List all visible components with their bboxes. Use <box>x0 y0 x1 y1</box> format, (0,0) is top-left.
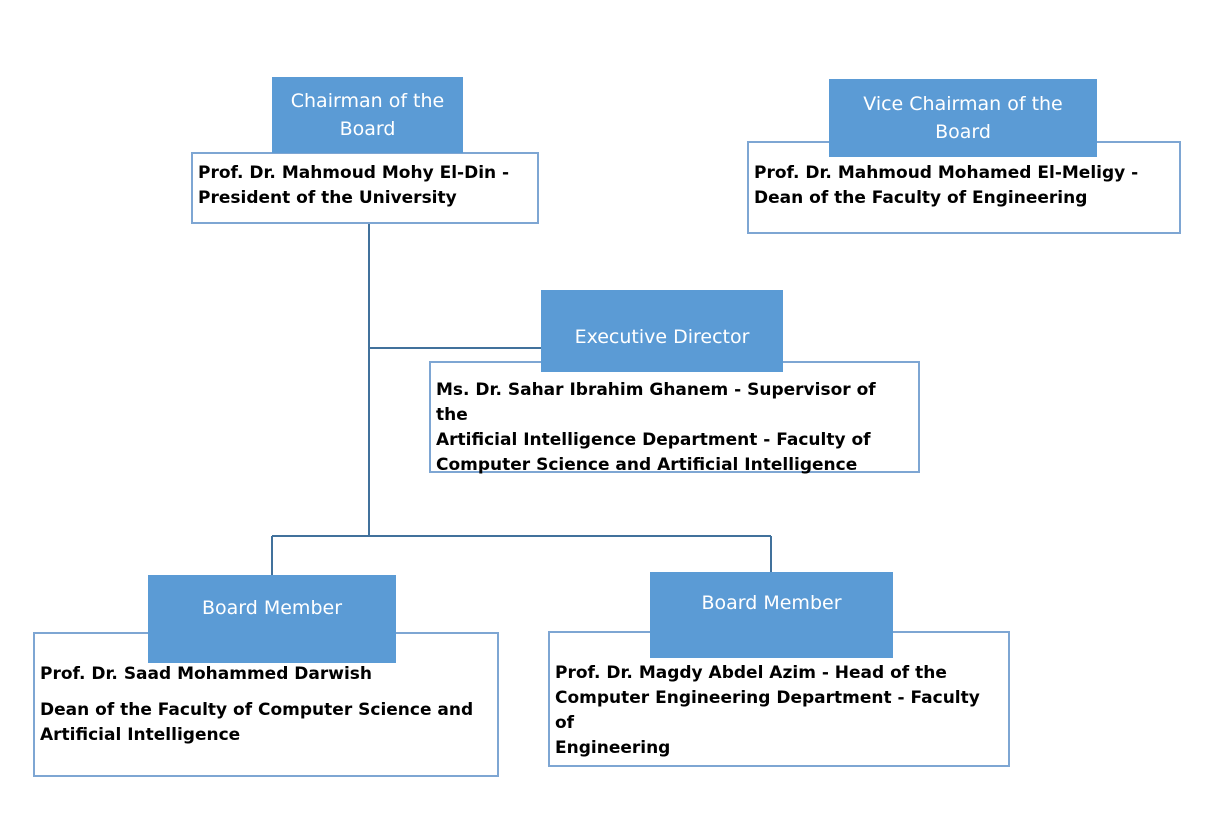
member-right-details-text: Prof. Dr. Magdy Abdel Azim - Head of the… <box>555 661 1002 761</box>
member-left-role-label: Board Member <box>201 597 343 619</box>
member-left-details-text: Dean of the Faculty of Computer Science … <box>40 698 491 748</box>
chairman-role-label: Chairman of the Board <box>290 90 445 140</box>
member-left-line-2: Artificial Intelligence <box>40 725 241 745</box>
chairman-line-1: Prof. Dr. Mahmoud Mohy El-Din - <box>198 163 510 183</box>
member-left-line-1: Dean of the Faculty of Computer Science … <box>40 700 474 720</box>
chairman-role-box: Chairman of the Board <box>272 77 463 153</box>
vice-chairman-line-2: Dean of the Faculty of Engineering <box>754 188 1088 208</box>
chairman-details-box: Prof. Dr. Mahmoud Mohy El-Din - Presiden… <box>191 152 539 224</box>
vice-chairman-details-text: Prof. Dr. Mahmoud Mohamed El-Meligy - De… <box>754 161 1173 211</box>
executive-director-details-text: Ms. Dr. Sahar Ibrahim Ghanem - Superviso… <box>436 378 912 478</box>
vice-chairman-role-box: Vice Chairman of the Board <box>829 79 1097 157</box>
member-right-line-1: Prof. Dr. Magdy Abdel Azim - Head of the <box>555 663 947 683</box>
member-right-line-3: Engineering <box>555 738 671 758</box>
executive-director-details-box: Ms. Dr. Sahar Ibrahim Ghanem - Superviso… <box>429 361 920 475</box>
member-left-name: Prof. Dr. Saad Mohammed Darwish <box>40 664 373 684</box>
vice-chairman-line-1: Prof. Dr. Mahmoud Mohamed El-Meligy - <box>754 163 1139 183</box>
member-right-role-box: Board Member <box>650 572 893 658</box>
chairman-line-2: President of the University <box>198 188 457 208</box>
executive-director-line-3: Computer Science and Artificial Intellig… <box>436 455 858 475</box>
executive-director-line-1: Ms. Dr. Sahar Ibrahim Ghanem - Superviso… <box>436 380 876 425</box>
member-right-line-2: Computer Engineering Department - Facult… <box>555 688 980 733</box>
executive-director-line-2: Artificial Intelligence Department - Fac… <box>436 430 871 450</box>
vice-chairman-role-label: Vice Chairman of the Board <box>863 93 1063 143</box>
member-left-role-box: Board Member <box>148 575 396 663</box>
executive-director-role-box: Executive Director <box>541 290 783 372</box>
member-right-role-label: Board Member <box>701 592 842 614</box>
chairman-details-text: Prof. Dr. Mahmoud Mohy El-Din - Presiden… <box>198 161 531 211</box>
executive-director-role-label: Executive Director <box>574 326 750 348</box>
